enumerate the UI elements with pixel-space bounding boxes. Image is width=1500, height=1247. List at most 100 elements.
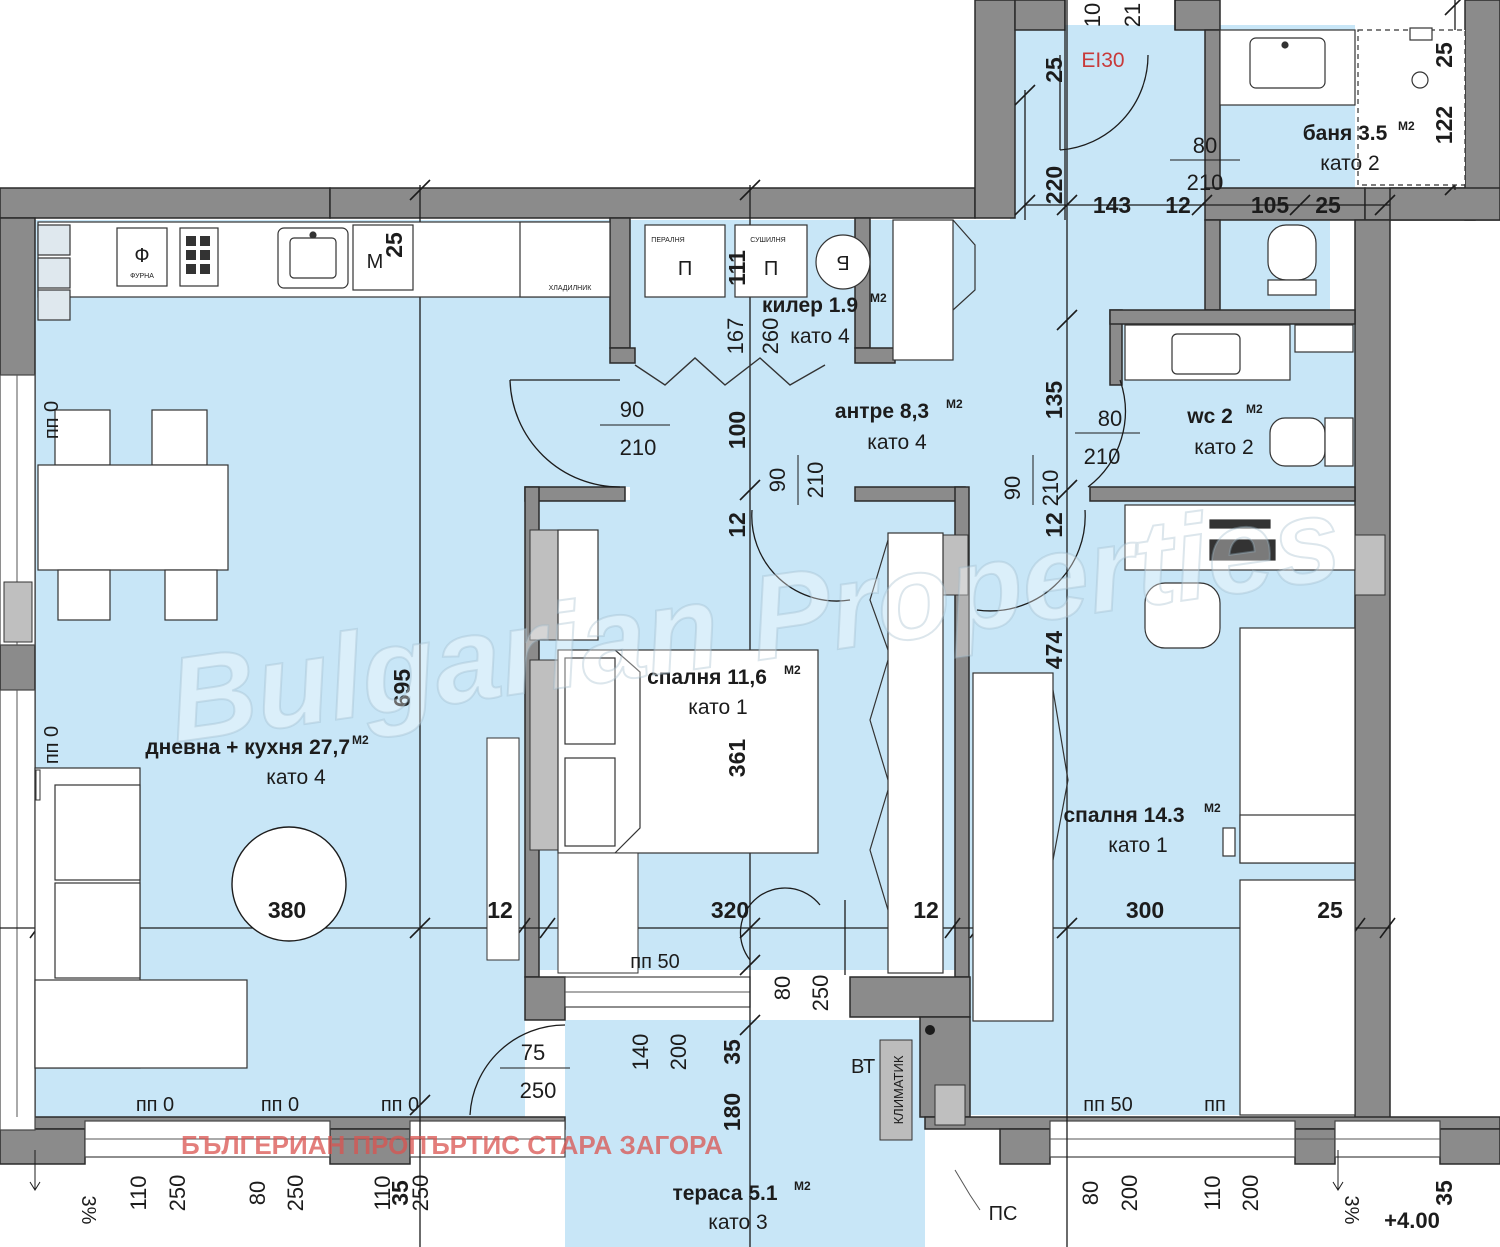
dim-25: 25 bbox=[1315, 192, 1341, 218]
dim-380: 380 bbox=[268, 897, 306, 923]
dim-111: 111 bbox=[724, 250, 750, 286]
sofa bbox=[34, 767, 248, 1069]
room-label-bath: баня 3.5 M2 като 2 bbox=[1303, 119, 1415, 175]
wc-name: wc 2 bbox=[1186, 405, 1233, 428]
dim-b-35: 35 bbox=[387, 1180, 413, 1206]
door4-height: 210 bbox=[803, 462, 828, 499]
bed-double bbox=[557, 529, 819, 854]
sill-pp0-2: пп 0 bbox=[261, 1094, 299, 1116]
door2-width: 90 bbox=[620, 397, 644, 422]
dryer-label: СУШИЛНЯ bbox=[750, 237, 785, 244]
dim-12: 12 bbox=[1165, 192, 1191, 218]
desk-with-monitor bbox=[1124, 504, 1356, 649]
door6-height: 250 bbox=[520, 1078, 557, 1103]
living-sub: като 4 bbox=[266, 766, 326, 789]
hall-sub: като 4 bbox=[867, 431, 927, 454]
dim-top-21: 21 bbox=[1120, 3, 1145, 27]
door3-width: 80 bbox=[1098, 406, 1122, 431]
terrace-unit: M2 bbox=[794, 1179, 811, 1193]
dim-695: 695 bbox=[389, 669, 415, 708]
tv-unit bbox=[486, 737, 520, 961]
door1-width: 80 bbox=[1193, 133, 1217, 158]
washer-label: ПЕРАЛНЯ bbox=[651, 237, 684, 244]
wc-sub: като 2 bbox=[1194, 436, 1253, 459]
fire-door-label: EI30 bbox=[1081, 49, 1124, 72]
room-label-storage: килер 1.9 M2 като 4 bbox=[762, 291, 887, 348]
storage-name: килер 1.9 bbox=[762, 294, 858, 317]
dim-140: 140 bbox=[628, 1034, 653, 1071]
slope-right: 3% bbox=[1340, 1196, 1362, 1225]
oven-symbol: Ф bbox=[134, 245, 149, 267]
door5-height: 210 bbox=[1038, 470, 1063, 507]
bed1-unit: M2 bbox=[784, 663, 801, 677]
dim-80-terrace: 80 bbox=[770, 976, 795, 1000]
dim-b-110c: 110 bbox=[1200, 1175, 1225, 1210]
sill-pp0-5: пп 0 bbox=[41, 726, 63, 764]
bed2-name: спалня 14.3 bbox=[1063, 804, 1184, 827]
ac-unit bbox=[879, 1039, 913, 1141]
storage-sub: като 4 bbox=[790, 325, 850, 348]
door3-height: 210 bbox=[1084, 444, 1121, 469]
dim-b-250c: 250 bbox=[408, 1175, 433, 1212]
room-label-living: дневна + кухня 27,7 M2 като 4 bbox=[145, 733, 369, 789]
hall-unit: M2 bbox=[946, 397, 963, 411]
room-label-wc: wc 2 M2 като 2 bbox=[1186, 402, 1263, 459]
dim-200: 200 bbox=[666, 1034, 691, 1071]
dim-b-80b: 80 bbox=[1078, 1181, 1103, 1205]
living-unit: M2 bbox=[352, 733, 369, 747]
room-label-terrace: тераса 5.1 M2 като 3 bbox=[672, 1179, 811, 1234]
dim-12-left: 12 bbox=[487, 897, 513, 923]
room-label-bed1: спалня 11,6 M2 като 1 bbox=[647, 663, 801, 719]
fridge-label: ХЛАДИЛНИК bbox=[549, 285, 593, 292]
washing-machine-symbol: М bbox=[367, 251, 384, 273]
sill-pp50-2: пп 50 bbox=[1083, 1094, 1132, 1116]
sill-labels: пп 0 пп 0 пп 0 пп 0 пп 0 пп 50 пп 50 пп bbox=[41, 401, 1226, 1116]
ps-leader bbox=[954, 1169, 981, 1211]
dim-b-110b: 110 bbox=[370, 1175, 395, 1210]
bath-unit: M2 bbox=[1398, 119, 1415, 133]
bath-name: баня 3.5 bbox=[1303, 122, 1388, 145]
bed2-sub: като 1 bbox=[1108, 834, 1167, 857]
folding-door bbox=[634, 357, 826, 386]
dim-260: 260 bbox=[758, 318, 783, 355]
bed2-wardrobe bbox=[869, 532, 1069, 1022]
slope-left: 3% bbox=[77, 1196, 99, 1225]
wc-unit: M2 bbox=[1246, 402, 1263, 416]
door5-width: 90 bbox=[1000, 476, 1025, 500]
dim-143: 143 bbox=[1093, 192, 1131, 218]
dim-220: 220 bbox=[1041, 166, 1067, 204]
dim-b-35r: 35 bbox=[1431, 1180, 1457, 1206]
ps-label: ПС bbox=[989, 1203, 1018, 1225]
door6-width: 75 bbox=[521, 1040, 545, 1065]
sill-pp0-1: пп 0 bbox=[136, 1094, 174, 1116]
terrace-name: тераса 5.1 bbox=[672, 1182, 777, 1205]
dim-105: 105 bbox=[1251, 192, 1290, 218]
dim-35: 35 bbox=[719, 1039, 745, 1065]
living-name: дневна + кухня 27,7 bbox=[145, 736, 350, 759]
dim-100: 100 bbox=[724, 411, 750, 449]
ac-label: КЛИМАТИК bbox=[891, 1055, 906, 1124]
boiler-symbol: Б bbox=[836, 251, 849, 273]
door4-width: 90 bbox=[765, 468, 790, 492]
storage-appliances bbox=[644, 224, 871, 298]
dim-b-110a: 110 bbox=[126, 1175, 151, 1210]
dim-b-200a: 200 bbox=[1117, 1175, 1142, 1212]
dim-kitchen-25: 25 bbox=[381, 232, 407, 258]
dim-b-250a: 250 bbox=[165, 1175, 190, 1212]
dim-top-25: 25 bbox=[1041, 57, 1067, 83]
bed1-desk bbox=[557, 852, 639, 974]
bed1-sub: като 1 bbox=[688, 696, 747, 719]
sofa-pillows bbox=[35, 769, 41, 801]
dim-25-right: 25 bbox=[1317, 897, 1343, 923]
dim-361: 361 bbox=[724, 739, 750, 778]
dim-122: 122 bbox=[1431, 106, 1457, 144]
door-swings bbox=[469, 54, 1149, 1116]
oven-label: ФУРНА bbox=[130, 273, 154, 280]
dim-300: 300 bbox=[1126, 897, 1164, 923]
storage-unit: M2 bbox=[870, 291, 887, 305]
column-round bbox=[231, 826, 347, 942]
sill-pp0-4: пп 0 bbox=[41, 401, 63, 439]
wall-piers bbox=[3, 529, 1386, 1126]
room-label-hall: антре 8,3 M2 като 4 bbox=[835, 397, 963, 454]
